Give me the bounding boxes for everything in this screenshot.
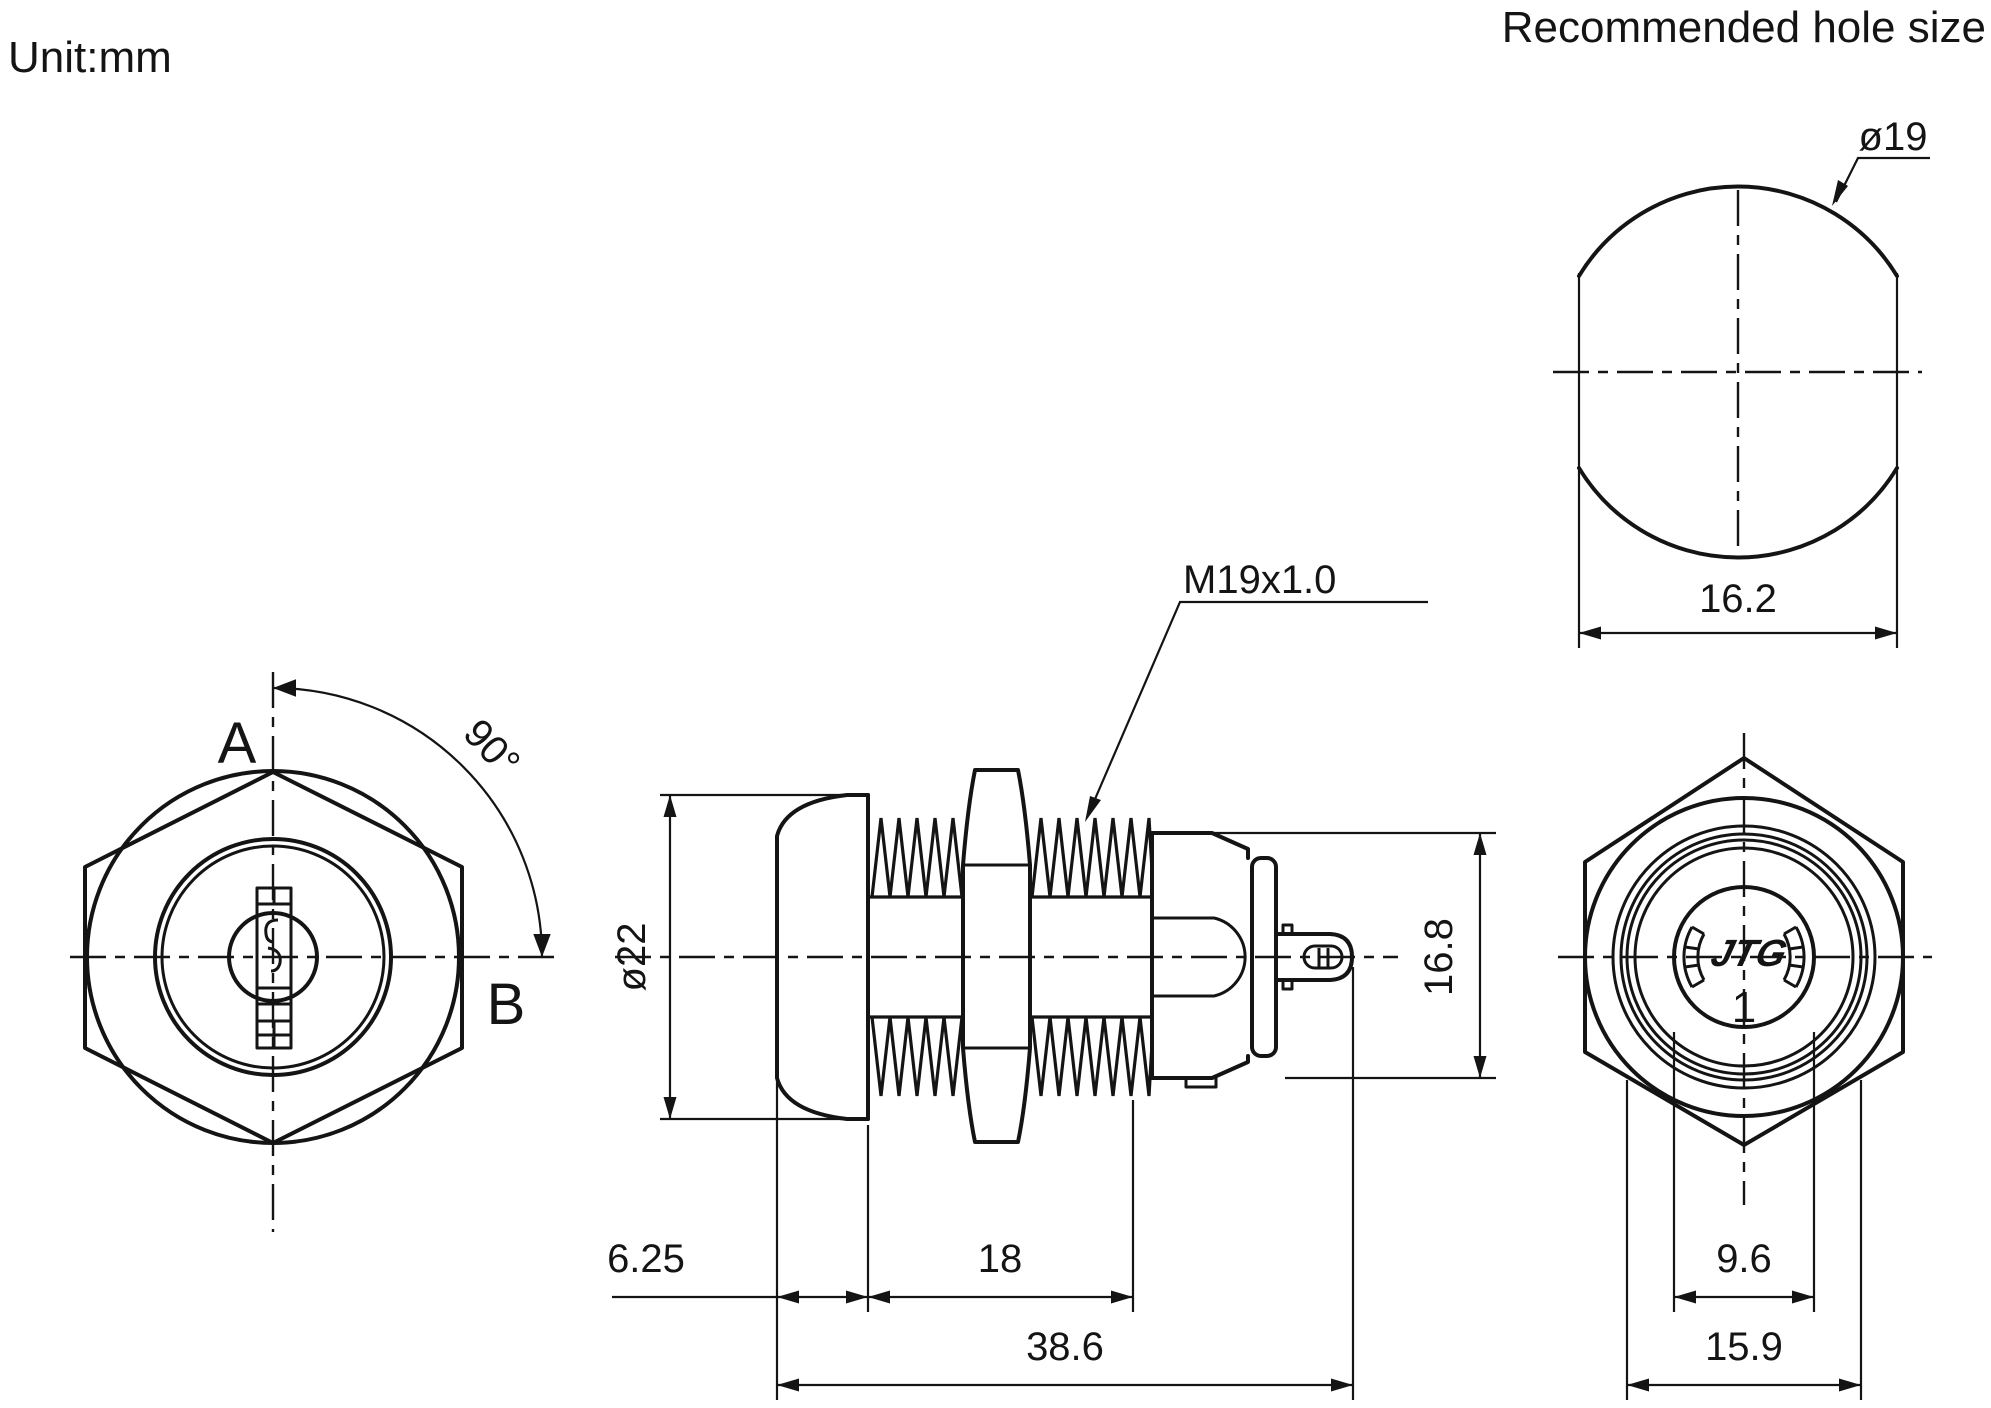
dim-arrow [1579,626,1601,640]
dim-arrow [663,1097,677,1119]
dim-arrow [1627,1378,1649,1392]
extension-line [1212,831,1496,1080]
terminal-notches [1281,923,1294,991]
dim-arrow [868,1290,890,1304]
unit-label: Unit:mm [8,33,172,82]
dim-arrow [846,1290,868,1304]
hole-section-title: Recommended hole size [1502,3,1986,52]
leader-line [1835,156,1930,203]
dim-arrow [1473,833,1487,855]
dim-arrow [1875,626,1897,640]
dim-cap-diameter: ø22 [610,923,654,992]
dim-arrow [663,795,677,817]
position-b-label: B [487,972,526,1037]
side-view: M19x1.0 ø22 16.8 6.25 18 38.6 [607,558,1496,1400]
dim-hole-width: 16.2 [1699,577,1777,621]
rear-body [1150,831,1354,1089]
thread-spec-label: M19x1.0 [1183,558,1336,602]
rotation-arc [272,679,551,958]
angle-label: 90° [455,711,528,785]
dim-arrow [1674,1290,1696,1304]
dim-arrow [1839,1378,1861,1392]
leader-arrow [1832,180,1848,206]
dim-thread-length: 18 [978,1237,1023,1281]
dim-arrow [777,1378,799,1392]
extension-line [1625,1032,1863,1400]
hole-top-arc [1577,184,1899,278]
thread-profile [868,817,1154,1097]
locating-lug [1184,1076,1218,1089]
dim-cap-protrusion: 6.25 [607,1237,685,1281]
extension-line [660,793,863,1121]
dim-plug-diameter: 9.6 [1716,1237,1772,1281]
dim-overall-length: 38.6 [1026,1325,1104,1369]
dim-arrow [1331,1378,1353,1392]
leader-line [1087,600,1428,814]
leader-arrow [1085,796,1101,822]
dim-hole-diameter: ø19 [1859,115,1928,159]
dim-arrow [1792,1290,1814,1304]
rear-logo: JTG [1707,933,1791,975]
dim-arrow [1473,1056,1487,1078]
hole-view: ø19 16.2 [1553,115,1930,648]
hole-bottom-arc [1577,466,1899,560]
hex-nut [961,768,1032,1144]
dim-arrow [1111,1290,1133,1304]
dim-hex-width: 15.9 [1705,1325,1783,1369]
dim-rear-body-height: 16.8 [1417,918,1461,996]
position-a-label: A [218,711,257,776]
rear-view: JTG 1 9.6 15.9 [1558,733,1932,1400]
dim-arrow [777,1290,799,1304]
front-view: A B 90° [70,672,560,1232]
extension-line [775,967,1355,1400]
